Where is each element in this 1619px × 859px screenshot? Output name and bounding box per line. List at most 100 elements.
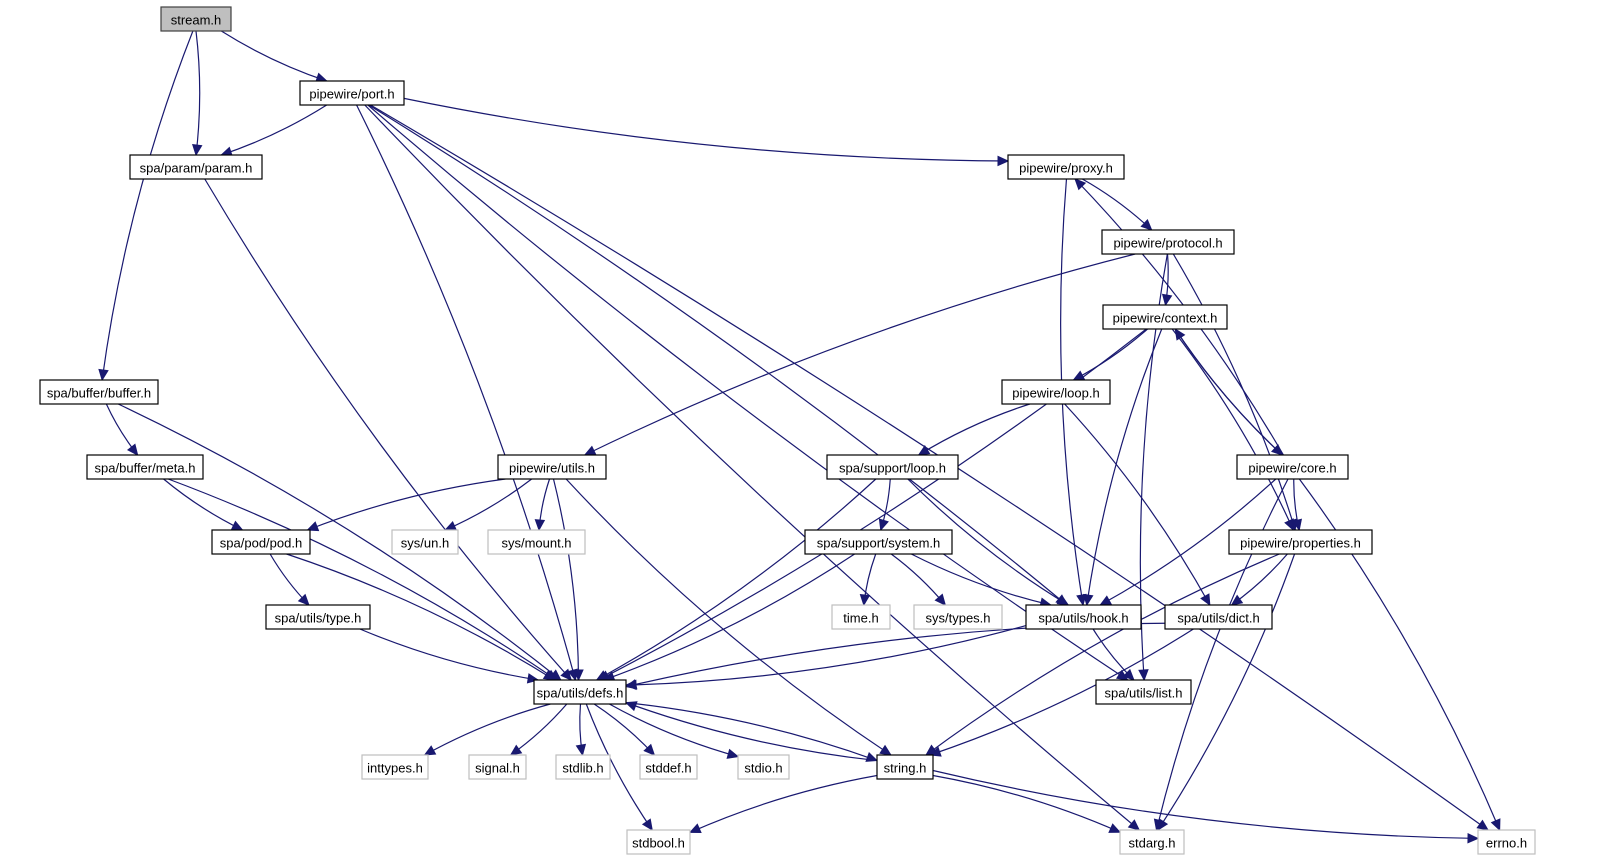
node-label: spa/utils/type.h — [275, 611, 362, 626]
arrowhead-icon — [1230, 594, 1244, 606]
edge-meta-to-defs — [167, 478, 558, 681]
arrowhead-icon — [1127, 819, 1141, 831]
arrowhead-icon — [192, 143, 203, 157]
node-box[interactable] — [1236, 454, 1349, 480]
node-box[interactable] — [1102, 304, 1228, 330]
node-properties[interactable]: pipewire/properties.h — [1228, 529, 1373, 555]
node-box — [391, 529, 459, 555]
arrowhead-icon — [1157, 818, 1169, 832]
node-buffer[interactable]: spa/buffer/buffer.h — [39, 379, 159, 405]
edge-port-to-list — [367, 104, 1128, 681]
arrowhead-icon — [1476, 819, 1489, 831]
node-dict[interactable]: spa/utils/dict.h — [1164, 604, 1273, 630]
node-stream[interactable]: stream.h — [160, 6, 232, 32]
node-sloop[interactable]: spa/support/loop.h — [826, 454, 959, 480]
node-pod[interactable]: spa/pod/pod.h — [211, 529, 311, 555]
node-box[interactable] — [1101, 229, 1235, 255]
arrowhead-icon — [1291, 518, 1303, 532]
arrowhead-icon — [928, 746, 942, 757]
edge-defs-to-stdio — [609, 703, 739, 758]
arrowhead-icon — [997, 155, 1010, 167]
edge-port-to-hook — [368, 104, 1068, 606]
node-box[interactable] — [265, 604, 371, 630]
edge-properties-to-stdarg — [1157, 553, 1296, 831]
node-stdarg: stdarg.h — [1119, 829, 1185, 855]
edge-string-to-stdarg — [932, 774, 1121, 833]
node-port[interactable]: pipewire/port.h — [299, 80, 405, 106]
arrowhead-icon — [230, 520, 244, 531]
node-utils[interactable]: pipewire/utils.h — [497, 454, 607, 480]
node-meta[interactable]: spa/buffer/meta.h — [86, 454, 204, 480]
node-box[interactable] — [86, 454, 204, 480]
node-systypes: sys/types.h — [913, 604, 1003, 630]
edge-loop-to-sloop — [918, 403, 1031, 456]
node-box[interactable] — [1095, 679, 1192, 705]
node-label: spa/pod/pod.h — [220, 536, 302, 551]
node-label: inttypes.h — [367, 761, 423, 776]
arrowhead-icon — [859, 593, 871, 607]
node-box[interactable] — [1164, 604, 1273, 630]
node-defs[interactable]: spa/utils/defs.h — [533, 679, 627, 705]
edge-system-to-systypes — [890, 553, 946, 606]
node-label: stdbool.h — [632, 836, 685, 851]
node-system[interactable]: spa/support/system.h — [804, 529, 953, 555]
node-core[interactable]: pipewire/core.h — [1236, 454, 1349, 480]
node-label: stdio.h — [744, 761, 782, 776]
node-box[interactable] — [1025, 604, 1142, 630]
node-type[interactable]: spa/utils/type.h — [265, 604, 371, 630]
node-box[interactable] — [1001, 379, 1111, 405]
node-box — [555, 754, 611, 780]
edge-defs-to-inttypes — [424, 703, 551, 756]
node-hook[interactable]: spa/utils/hook.h — [1025, 604, 1142, 630]
arrowhead-icon — [641, 818, 653, 832]
node-box[interactable] — [160, 6, 232, 32]
arrowhead-icon — [1076, 593, 1087, 607]
node-box[interactable] — [826, 454, 959, 480]
edge-type-to-defs — [359, 628, 539, 681]
arrowhead-icon — [98, 368, 109, 382]
node-label: stdlib.h — [562, 761, 603, 776]
node-box[interactable] — [39, 379, 159, 405]
arrowhead-icon — [643, 743, 656, 756]
node-protocol[interactable]: pipewire/protocol.h — [1101, 229, 1235, 255]
node-box[interactable] — [804, 529, 953, 555]
arrowhead-icon — [934, 593, 947, 606]
node-label: pipewire/proxy.h — [1019, 161, 1113, 176]
node-box[interactable] — [533, 679, 627, 705]
node-label: time.h — [843, 611, 878, 626]
node-proxy[interactable]: pipewire/proxy.h — [1007, 154, 1125, 180]
node-box[interactable] — [876, 754, 934, 780]
node-box — [1119, 829, 1185, 855]
node-box[interactable] — [129, 154, 263, 180]
edge-port-to-proxy — [403, 97, 1009, 162]
edge-properties-to-string — [925, 553, 1280, 756]
edge-sloop-to-hook — [907, 478, 1069, 606]
node-label: spa/utils/dict.h — [1177, 611, 1259, 626]
node-param[interactable]: spa/param/param.h — [129, 154, 263, 180]
edge-dict-to-string — [929, 628, 1194, 756]
node-sysun: sys/un.h — [391, 529, 459, 555]
edge-dict-to-defs — [625, 622, 1166, 688]
edge-defs-to-string — [625, 702, 878, 762]
arrowhead-icon — [1083, 593, 1094, 607]
edge-stream-to-buffer — [101, 30, 194, 381]
arrowhead-icon — [509, 744, 523, 756]
node-list[interactable]: spa/utils/list.h — [1095, 679, 1192, 705]
edge-system-to-hook — [911, 553, 1051, 606]
node-box[interactable] — [497, 454, 607, 480]
node-label: pipewire/context.h — [1113, 311, 1218, 326]
node-label: spa/support/system.h — [817, 536, 941, 551]
node-box[interactable] — [299, 80, 405, 106]
node-box[interactable] — [211, 529, 311, 555]
arrowhead-icon — [306, 521, 320, 532]
edge-context-to-core — [1174, 328, 1283, 456]
node-loop[interactable]: pipewire/loop.h — [1001, 379, 1111, 405]
node-string[interactable]: string.h — [876, 754, 934, 780]
node-box[interactable] — [1228, 529, 1373, 555]
edge-context-to-properties — [1171, 328, 1294, 531]
node-signal: signal.h — [468, 754, 527, 780]
node-box[interactable] — [1007, 154, 1125, 180]
node-label: stdarg.h — [1129, 836, 1176, 851]
node-context[interactable]: pipewire/context.h — [1102, 304, 1228, 330]
edge-stream-to-param — [195, 30, 201, 156]
